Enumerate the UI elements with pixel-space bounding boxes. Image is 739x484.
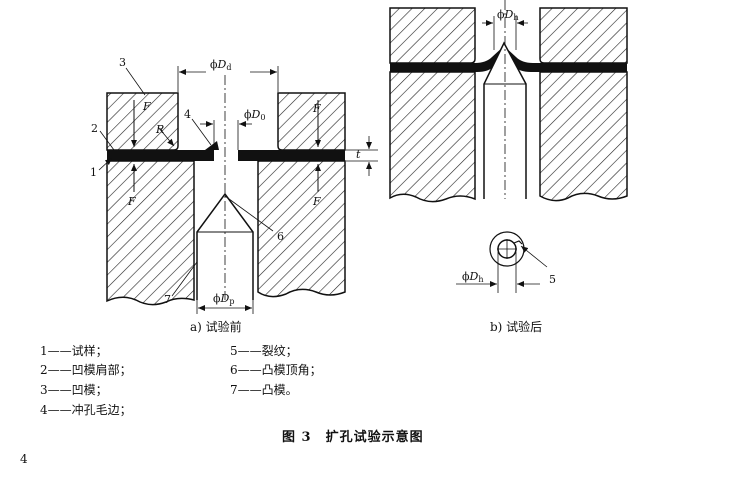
crack-mark: [513, 240, 523, 245]
panel-a-before: F F F F R ϕDd ϕD0 t ϕDp 3 2: [90, 56, 378, 314]
legend-item-5: 5——裂纹；: [230, 344, 298, 358]
after-upper-die-right: [539, 7, 628, 64]
part-label-3: 3: [119, 56, 126, 69]
dim-punch-diameter: ϕDp: [213, 292, 234, 306]
figure-title: 图 3 扩孔试验示意图: [282, 430, 424, 445]
lower-block-right: [257, 160, 346, 298]
legend-item-2: 2——凹模肩部；: [40, 363, 132, 377]
legend-item-3: 3——凹模；: [40, 383, 108, 397]
after-lower-block-right: [539, 71, 628, 202]
force-label-lr: F: [312, 195, 321, 208]
page-number: 4: [20, 452, 28, 466]
specimen-right: [238, 150, 345, 161]
after-upper-die-left: [389, 7, 476, 64]
part-label-1: 1: [90, 166, 97, 179]
part-label-4: 4: [184, 108, 191, 121]
punched-burr: [205, 141, 219, 150]
caption-a: a) 试验前: [190, 320, 242, 334]
legend-item-7: 7——凸模。: [230, 383, 298, 397]
radius-label: R: [155, 123, 164, 136]
dim-die-diameter: ϕDd: [210, 58, 231, 72]
force-label-ll: F: [127, 195, 136, 208]
thickness-label: t: [356, 148, 361, 161]
legend-item-4: 4——冲孔毛边；: [40, 403, 132, 417]
part-label-6: 6: [277, 230, 284, 243]
part-label-7: 7: [164, 293, 171, 306]
specimen-left: [107, 150, 214, 161]
after-lower-block-left: [389, 71, 476, 203]
dim-hole-after-top: ϕDh: [497, 8, 518, 22]
upper-die-right: [277, 92, 346, 151]
force-label-ur: F: [312, 102, 321, 115]
dim-hole-after-bottom: ϕDh: [462, 270, 483, 284]
part-label-5: 5: [549, 273, 556, 286]
dim-hole-diameter: ϕD0: [244, 108, 265, 122]
part-label-2: 2: [91, 122, 98, 135]
lower-block-left: [106, 160, 195, 306]
force-label-ul: F: [142, 100, 151, 113]
legend-item-6: 6——凸模顶角；: [230, 363, 322, 377]
caption-b: b) 试验后: [490, 320, 543, 334]
legend-item-1: 1——试样；: [40, 344, 108, 358]
panel-b-after: ϕDh 5 ϕDh: [389, 0, 628, 293]
